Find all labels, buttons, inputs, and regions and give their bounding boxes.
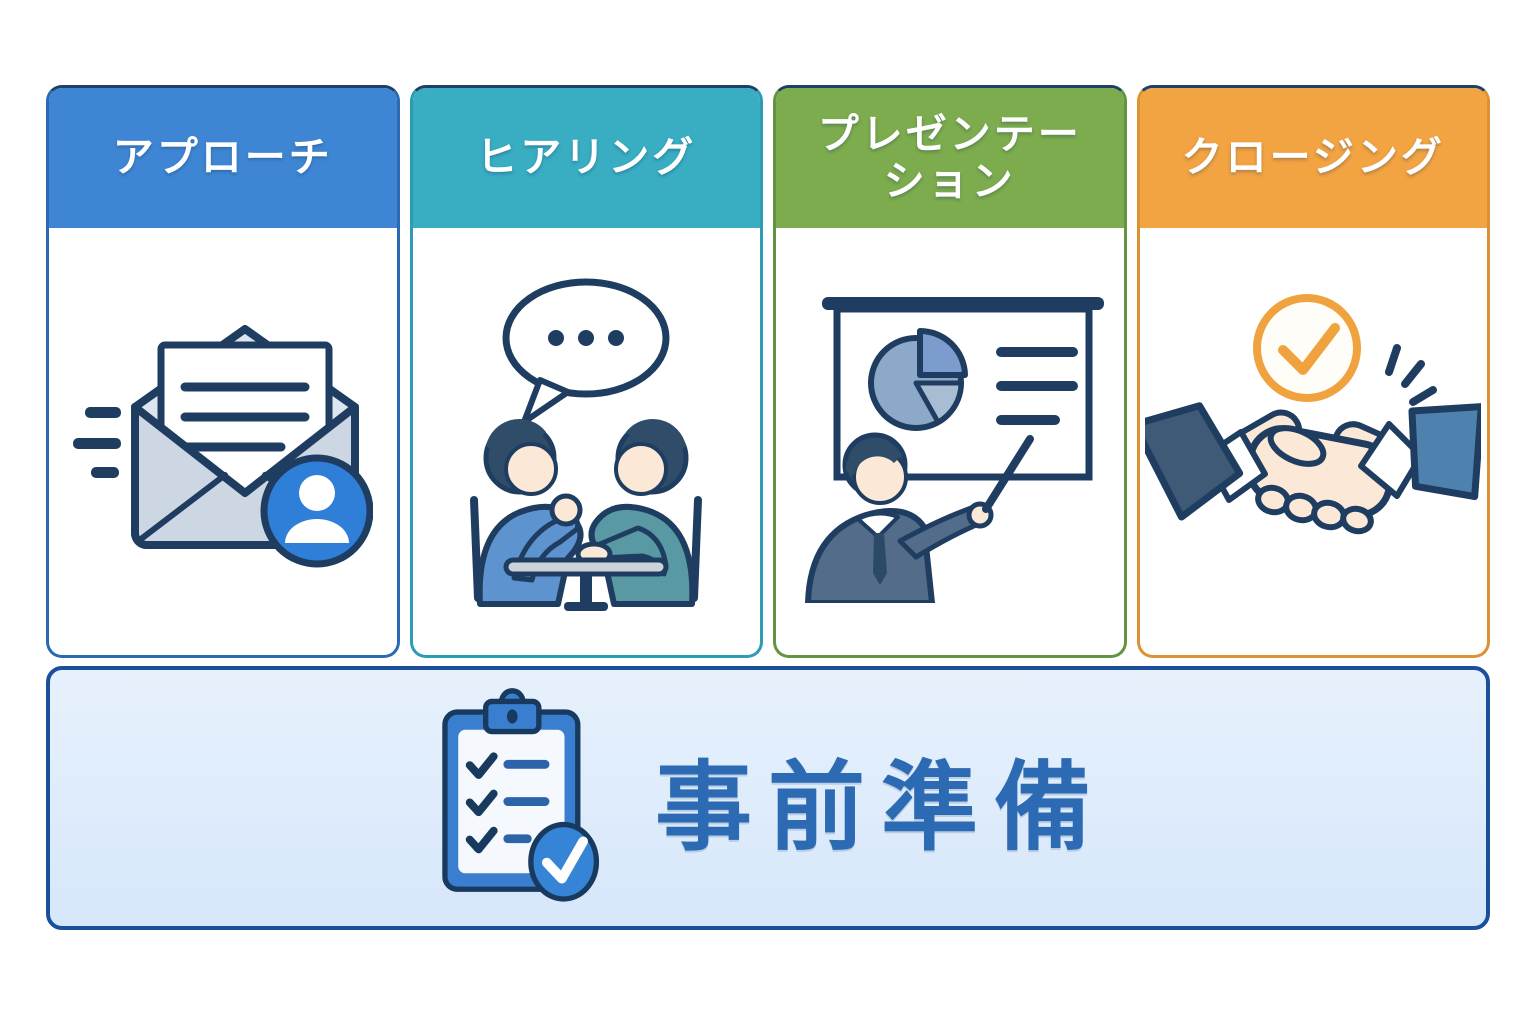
speech-bubble (502, 278, 670, 425)
stage-label-presentation-line2: ション (883, 158, 1016, 204)
stage-header-hearing: ヒアリング (412, 88, 760, 228)
person-right (575, 418, 696, 607)
check-badge (528, 821, 600, 902)
stage-header-closing: クロージング (1139, 88, 1487, 228)
pie-chart (867, 327, 968, 431)
handshake (1145, 401, 1482, 534)
check-circle (1253, 293, 1362, 402)
slide-text-lines (995, 346, 1078, 425)
emphasis-lines (1385, 343, 1438, 406)
stage-label-presentation-line1: プレゼンテー (817, 110, 1082, 157)
presenter (804, 432, 1034, 603)
checklist-clipboard-icon (442, 688, 600, 902)
checklist-rows (465, 752, 550, 854)
stage-label-closing: クロージング (1181, 134, 1445, 181)
stage-label-hearing: ヒアリング (476, 134, 697, 181)
stage-header-presentation: プレゼンテー ション (776, 88, 1124, 228)
stage-card-hearing: ヒアリング (409, 85, 763, 658)
stage-body-hearing (413, 228, 761, 655)
stage-header-approach: アプローチ (49, 88, 397, 228)
table (503, 557, 669, 611)
person-badge (260, 454, 373, 567)
stage-body-presentation (776, 228, 1124, 655)
stage-label-approach: アプローチ (112, 134, 333, 181)
stage-body-approach (49, 228, 397, 655)
speed-lines (72, 406, 121, 478)
prep-banner-label: 事前準備 (655, 752, 1107, 862)
stage-card-closing: クロージング (1136, 85, 1490, 658)
email-send-icon (72, 324, 373, 567)
presentation-board-icon (804, 296, 1104, 603)
open-envelope (130, 324, 359, 549)
stage-row: アプローチ (46, 85, 1490, 658)
person-left (476, 418, 584, 607)
conversation-icon (470, 278, 703, 611)
handshake-icon (1145, 293, 1482, 534)
stage-card-approach: アプローチ (46, 85, 400, 658)
stage-body-closing (1140, 228, 1488, 655)
stage-card-presentation: プレゼンテー ション (773, 85, 1127, 658)
prep-banner: 事前準備 (46, 666, 1490, 930)
